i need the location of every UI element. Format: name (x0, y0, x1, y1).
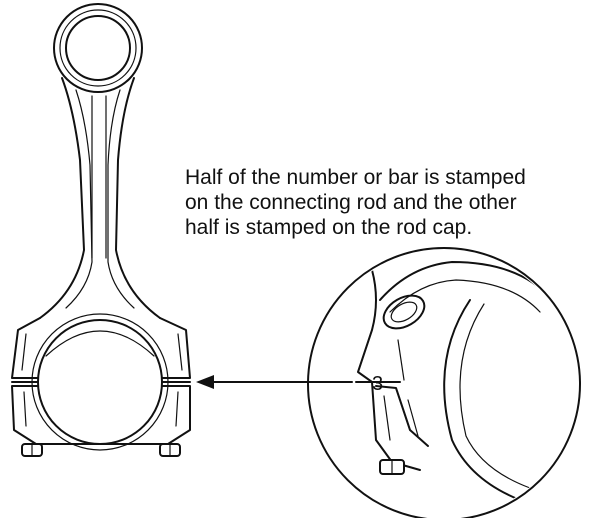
caption-line-3: half is stamped on the rod cap. (185, 216, 473, 239)
detail-view: 3 (355, 261, 553, 501)
pointer-arrow (196, 375, 353, 389)
caption-line-1: Half of the number or bar is stamped (185, 166, 526, 189)
connecting-rod (11, 3, 191, 457)
callout-caption: Half of the number or bar is stamped on … (185, 165, 585, 240)
rod-bolt-nuts (21, 443, 181, 457)
big-end-bore (31, 313, 169, 451)
rod-shank (39, 77, 161, 319)
small-end-eye (53, 3, 143, 93)
stamp-mark: 3 (372, 373, 383, 395)
caption-line-2: on the connecting rod and the other (185, 191, 517, 214)
